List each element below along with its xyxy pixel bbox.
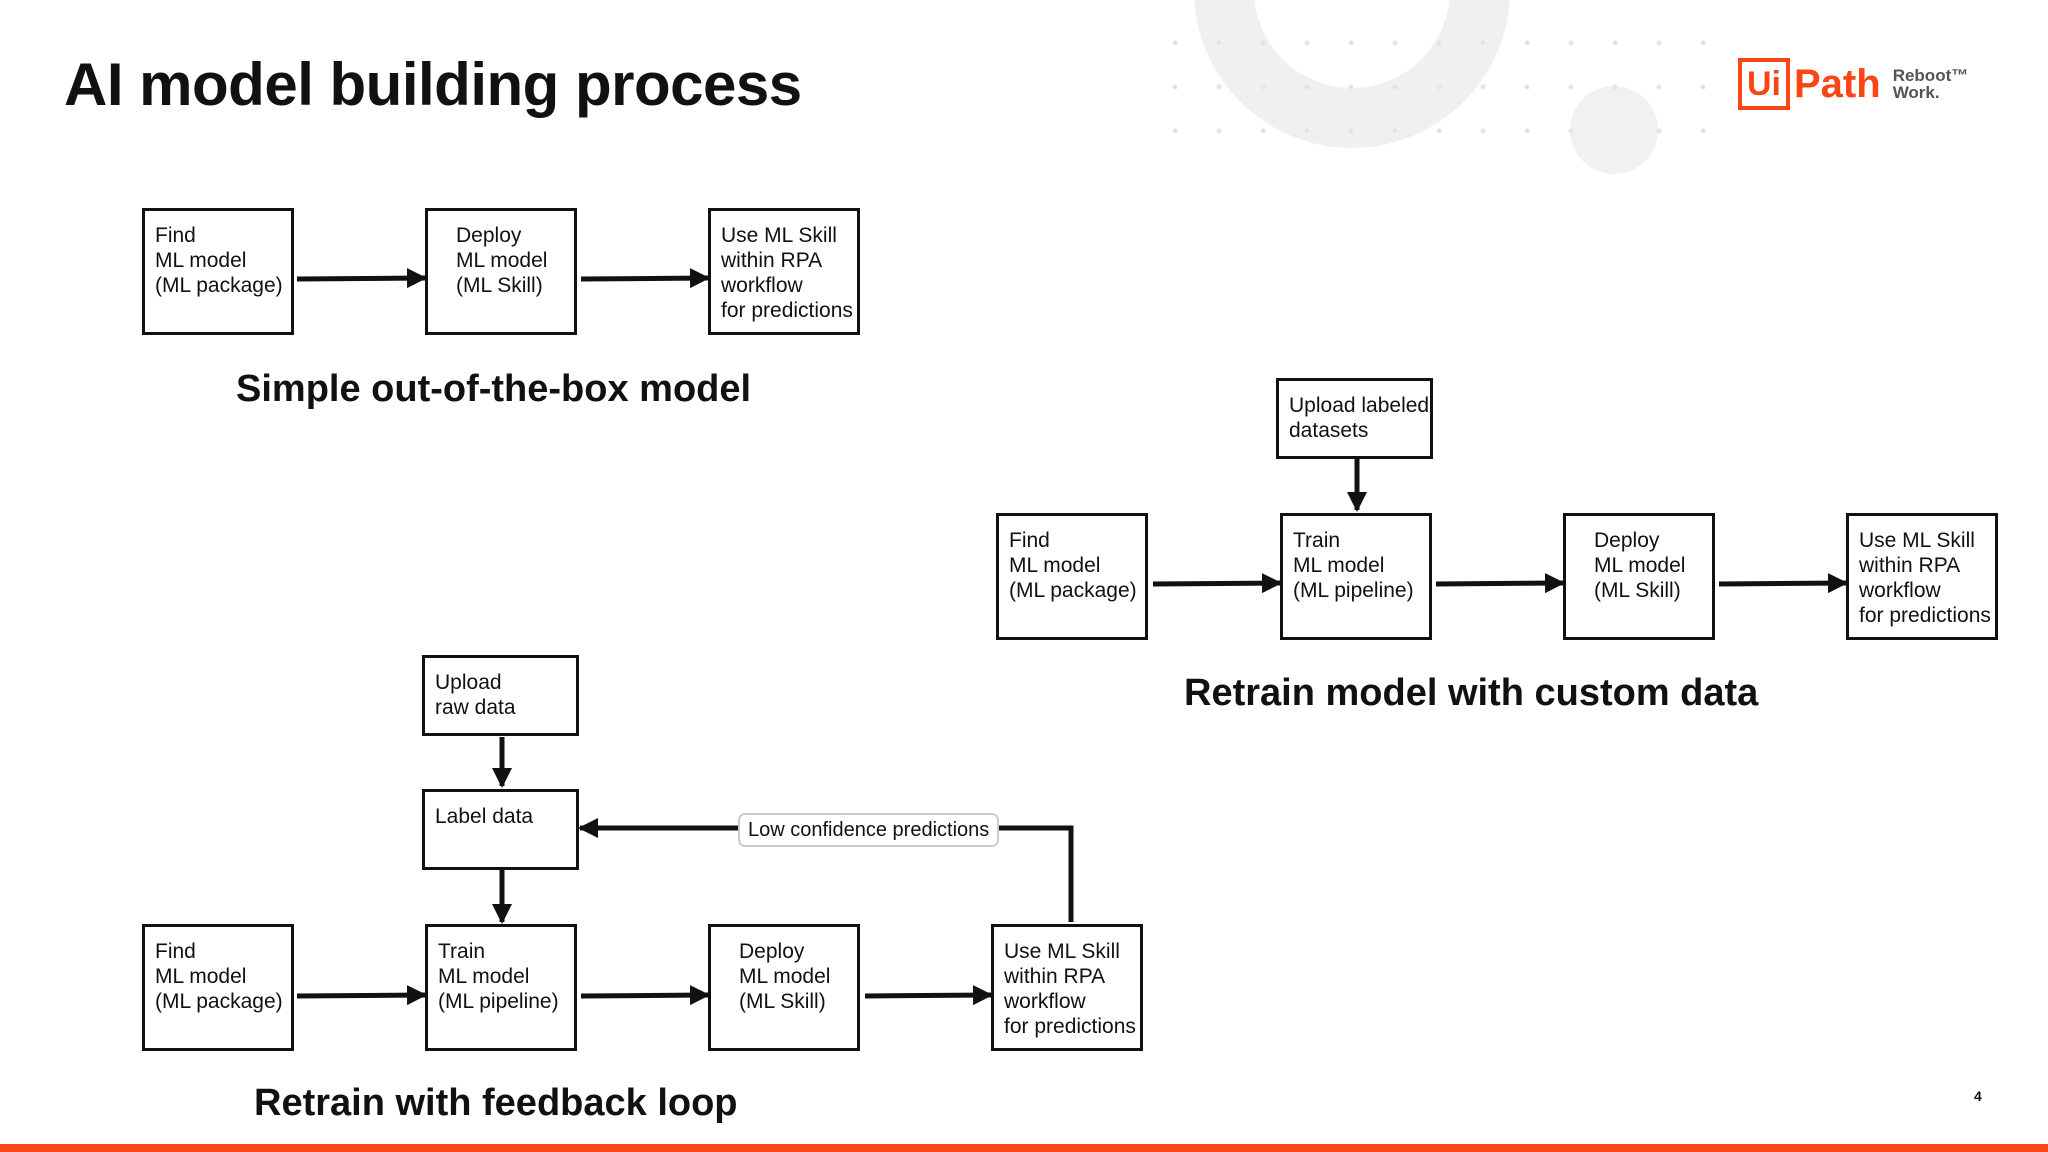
custom-use-skill-box: Use ML Skill within RPA workflow for pre… bbox=[1846, 513, 1998, 640]
custom-train-model-box: Train ML model (ML pipeline) bbox=[1280, 513, 1432, 640]
feedback-caption: Retrain with feedback loop bbox=[254, 1082, 738, 1124]
logo-tagline-line2: Work. bbox=[1892, 83, 1940, 102]
logo-tagline: Reboot™ Work. bbox=[1893, 67, 1969, 101]
arrow-feedback-deploy-use bbox=[864, 985, 993, 1006]
slide-title: AI model building process bbox=[64, 51, 802, 118]
simple-caption: Simple out-of-the-box model bbox=[236, 368, 752, 410]
decorative-ring bbox=[1194, 0, 1510, 148]
custom-caption: Retrain model with custom data bbox=[1184, 672, 1759, 714]
logo-mark: Ui bbox=[1738, 58, 1790, 110]
feedback-label-data-box: Label data bbox=[422, 789, 579, 870]
feedback-upload-raw-box: Upload raw data bbox=[422, 655, 579, 736]
decorative-dot bbox=[1570, 86, 1658, 174]
decorative-dot-grid bbox=[1172, 40, 1706, 134]
arrow-feedback-find-train bbox=[296, 985, 427, 1006]
feedback-use-skill-box: Use ML Skill within RPA workflow for pre… bbox=[991, 924, 1143, 1051]
simple-deploy-model-box: Deploy ML model (ML Skill) bbox=[425, 208, 577, 335]
custom-upload-datasets-box: Upload labeled datasets bbox=[1276, 378, 1433, 459]
simple-find-model-box: Find ML model (ML package) bbox=[142, 208, 294, 335]
arrow-custom-deploy-use bbox=[1718, 573, 1848, 594]
simple-use-skill-box: Use ML Skill within RPA workflow for pre… bbox=[708, 208, 860, 335]
arrow-custom-train-deploy bbox=[1435, 573, 1565, 594]
page-number: 4 bbox=[1974, 1088, 1982, 1104]
arrow-custom-find-train bbox=[1152, 573, 1282, 594]
arrow-simple-deploy-use bbox=[580, 268, 710, 289]
logo-tagline-line1: Reboot™ bbox=[1892, 66, 1969, 85]
arrow-feedback-train-deploy bbox=[580, 985, 710, 1006]
custom-deploy-model-box: Deploy ML model (ML Skill) bbox=[1563, 513, 1715, 640]
feedback-find-model-box: Find ML model (ML package) bbox=[142, 924, 294, 1051]
feedback-deploy-model-box: Deploy ML model (ML Skill) bbox=[708, 924, 860, 1051]
feedback-train-model-box: Train ML model (ML pipeline) bbox=[425, 924, 577, 1051]
uipath-logo: Ui Path Reboot™ Work. bbox=[1738, 57, 1968, 111]
custom-find-model-box: Find ML model (ML package) bbox=[996, 513, 1148, 640]
logo-wordmark: Path bbox=[1794, 61, 1881, 106]
feedback-loop-label: Low confidence predictions bbox=[738, 813, 1000, 847]
arrow-simple-find-deploy bbox=[296, 268, 427, 289]
footer-accent-bar bbox=[0, 1144, 2048, 1152]
